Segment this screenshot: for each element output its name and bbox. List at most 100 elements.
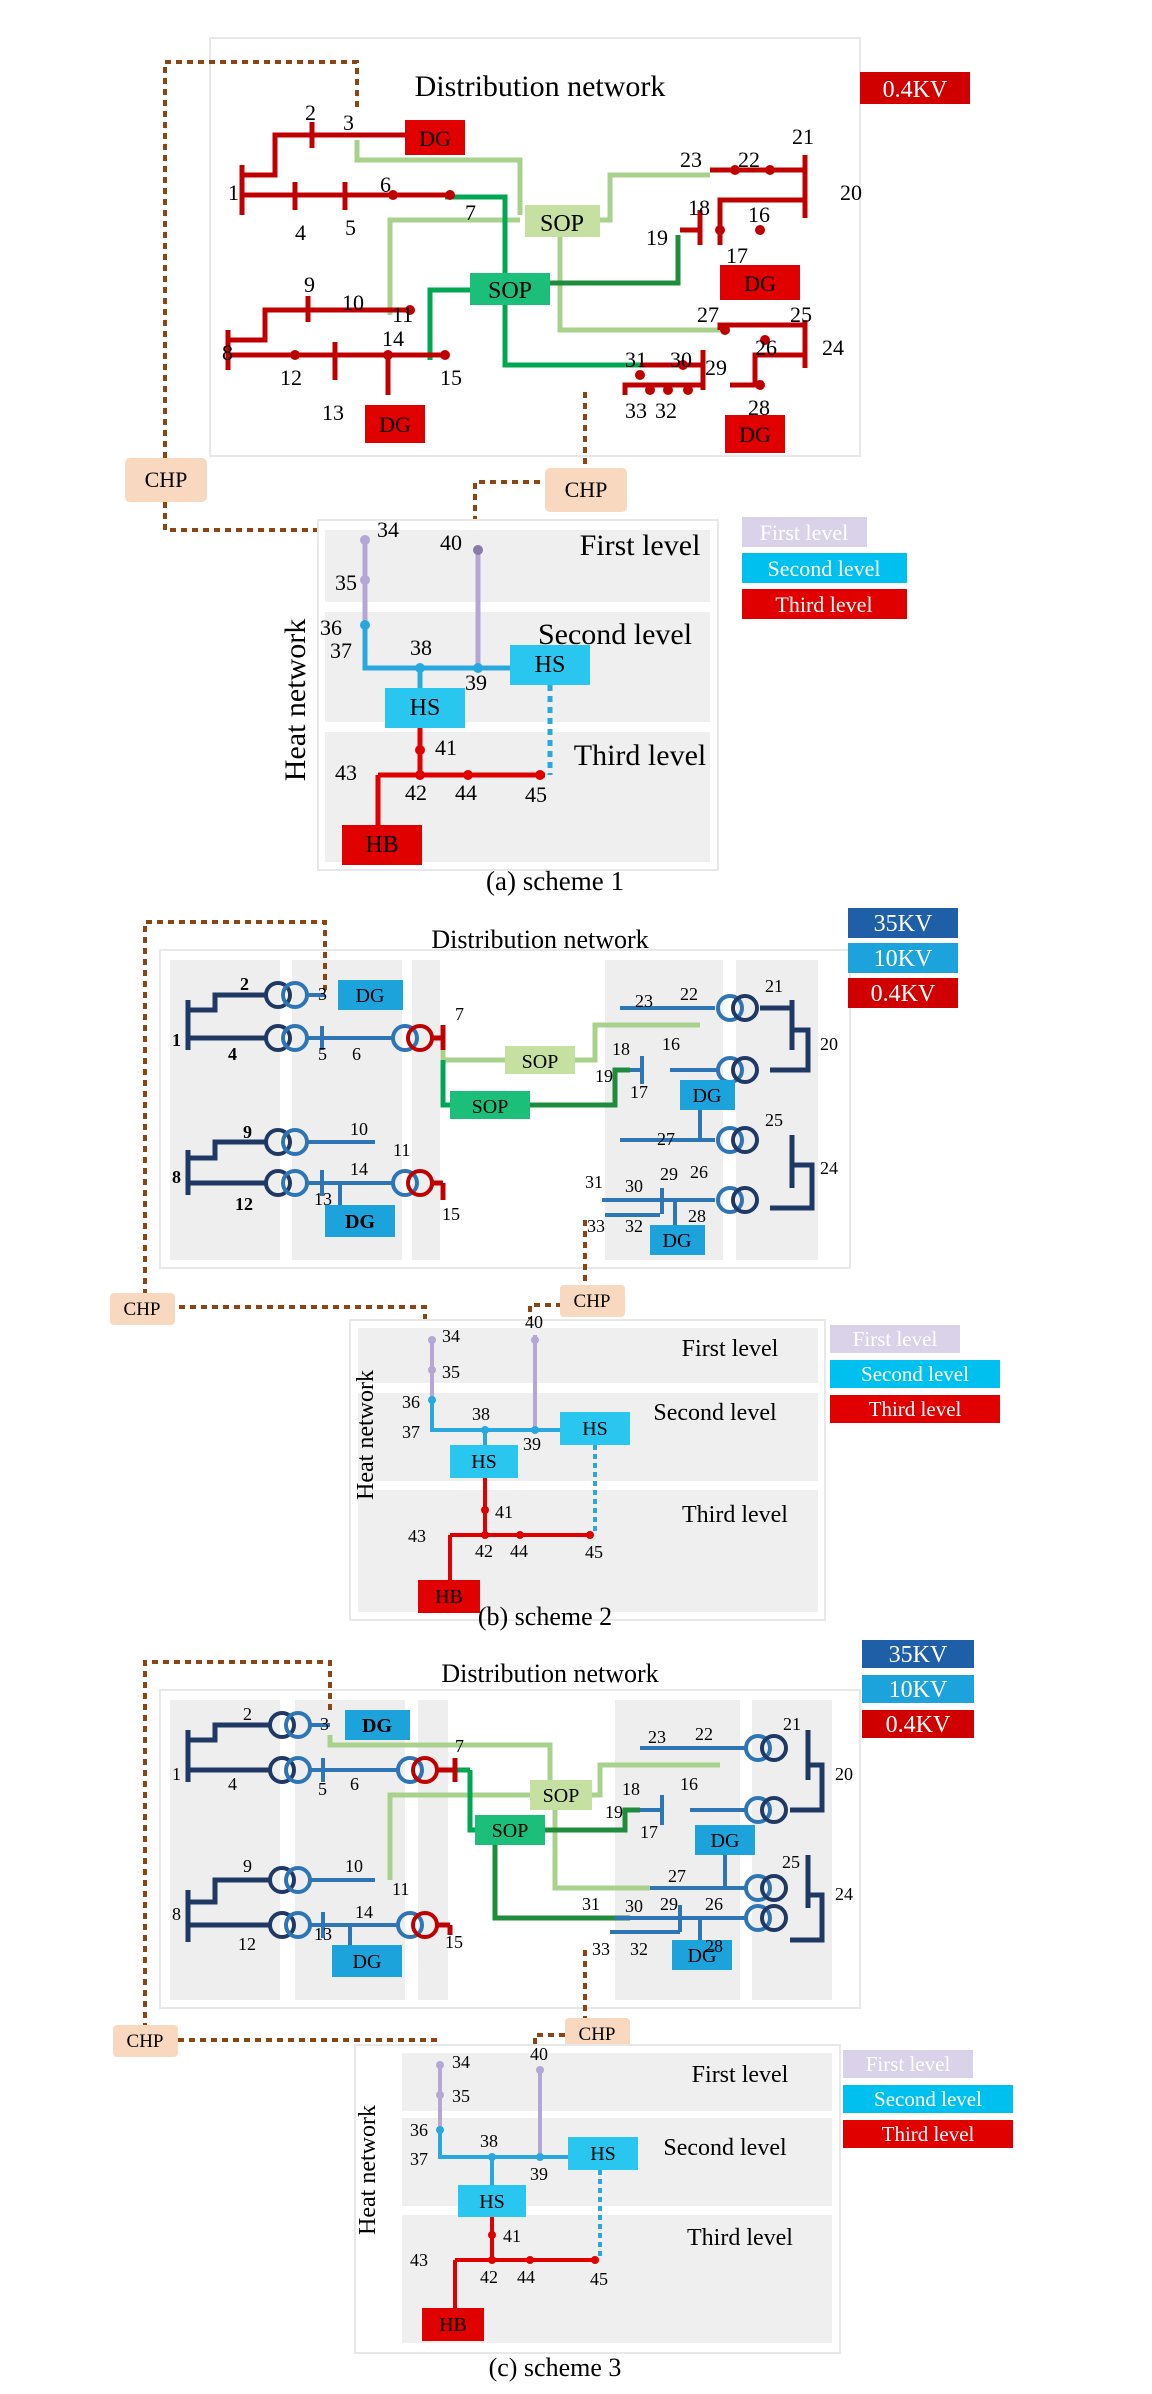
svg-text:11: 11 — [392, 302, 413, 327]
scheme-3-diagram: Distribution network 35KV 10KV 0.4KV — [113, 1640, 1013, 2382]
svg-text:33: 33 — [587, 1216, 605, 1236]
svg-text:31: 31 — [582, 1894, 600, 1914]
svg-text:28: 28 — [748, 395, 770, 420]
svg-text:19: 19 — [595, 1066, 613, 1086]
level-1-band — [325, 530, 710, 602]
chp-pipe-left — [163, 60, 359, 458]
chp-pipe-left-down — [163, 502, 365, 532]
svg-text:25: 25 — [790, 302, 812, 327]
svg-text:35: 35 — [452, 2086, 470, 2106]
svg-text:22: 22 — [680, 984, 698, 1004]
svg-text:45: 45 — [585, 1542, 603, 1562]
svg-text:16: 16 — [748, 202, 770, 227]
svg-text:34: 34 — [442, 1326, 460, 1346]
legend-third-level-text: Third level — [775, 592, 872, 617]
svg-text:45: 45 — [590, 2269, 608, 2289]
chp-pipe-3b — [178, 2038, 437, 2060]
svg-text:34: 34 — [377, 517, 399, 542]
svg-text:36: 36 — [410, 2120, 428, 2140]
svg-text:17: 17 — [640, 1822, 658, 1842]
svg-text:25: 25 — [765, 1110, 783, 1130]
node-labels-heat-3: 34 35 36 37 38 39 40 41 42 43 44 45 — [410, 2044, 608, 2289]
hb3-box — [422, 2308, 484, 2341]
chp3-box-1 — [113, 2025, 178, 2057]
svg-text:45: 45 — [525, 782, 547, 807]
transformers-3 — [268, 1711, 788, 1939]
sop2-box-1 — [505, 1046, 575, 1074]
dg2-box-1 — [338, 980, 403, 1010]
svg-text:18: 18 — [612, 1039, 630, 1059]
kv35-label-3: 35KV — [889, 1642, 948, 1668]
hs2-label-1: HS — [471, 1451, 497, 1473]
svg-text:43: 43 — [410, 2250, 428, 2270]
zone-04kv-left — [412, 960, 440, 1260]
hb2-label: HB — [435, 1586, 463, 1608]
level3-title-2: Second level — [663, 2135, 787, 2161]
legend3-second — [843, 2085, 1013, 2113]
hs2-label-2: HS — [582, 1418, 608, 1440]
svg-text:38: 38 — [410, 635, 432, 660]
kv10-lines-3 — [310, 1723, 745, 1945]
dg3-label-4: DG — [688, 1945, 717, 1967]
chp-box-2 — [545, 468, 627, 512]
heat-pipes-3 — [438, 2065, 602, 2308]
svg-text:33: 33 — [625, 398, 647, 423]
scheme-2-diagram: Distribution network 35KV 10KV 0.4KV — [110, 908, 1000, 1631]
zone3-c — [418, 1700, 448, 2000]
dg3-label-1: DG — [362, 1715, 392, 1737]
dg2-box-2 — [325, 1205, 395, 1237]
svg-text:39: 39 — [465, 670, 487, 695]
svg-text:29: 29 — [660, 1894, 678, 1914]
svg-text:18: 18 — [622, 1779, 640, 1799]
hb2-box — [418, 1580, 480, 1613]
svg-text:1: 1 — [172, 1030, 181, 1050]
svg-text:39: 39 — [530, 2164, 548, 2184]
sop3-links — [327, 1735, 720, 1921]
svg-text:29: 29 — [660, 1164, 678, 1184]
legend2-second-text: Second level — [861, 1362, 969, 1386]
chp-pipe-2a — [143, 920, 327, 1295]
hs3-label-1: HS — [479, 2191, 505, 2213]
chp2-box-1 — [110, 1293, 175, 1325]
svg-text:9: 9 — [243, 1856, 252, 1876]
svg-text:6: 6 — [352, 1044, 361, 1064]
dg3-box-1 — [345, 1710, 410, 1740]
node-labels-dist-3: 1 2 3 4 5 6 7 8 9 10 11 12 13 14 15 16 1… — [172, 1704, 853, 1959]
svg-text:11: 11 — [393, 1140, 410, 1160]
kv35-lines-2 — [185, 992, 815, 1211]
svg-text:3: 3 — [320, 1714, 329, 1734]
svg-text:23: 23 — [680, 147, 702, 172]
caption-3: (c) scheme 3 — [489, 2353, 622, 2382]
sop3-box-1 — [530, 1780, 592, 1810]
heat-nodes-1 — [360, 535, 545, 780]
hs3-label-2: HS — [590, 2143, 616, 2165]
chp-pipe-3a — [143, 1660, 332, 2040]
svg-text:38: 38 — [472, 1404, 490, 1424]
chp-box-1 — [125, 458, 207, 502]
svg-text:42: 42 — [475, 1541, 493, 1561]
sop-label-2: SOP — [488, 278, 532, 304]
sop2-link-d — [530, 1067, 630, 1108]
hs-box-2 — [510, 645, 590, 685]
dg-label-3: DG — [379, 412, 411, 437]
svg-text:10: 10 — [345, 1856, 363, 1876]
sop-line-c — [600, 172, 710, 223]
kv35-badge-2 — [848, 908, 958, 938]
dg3-box-3 — [695, 1825, 755, 1855]
feeder-nodes-1 — [290, 165, 775, 395]
svg-text:22: 22 — [695, 1724, 713, 1744]
kv04-label-3: 0.4KV — [886, 1712, 951, 1738]
hs2-box-1 — [450, 1445, 518, 1478]
svg-text:37: 37 — [330, 638, 352, 663]
svg-text:36: 36 — [402, 1392, 420, 1412]
sop-box-2 — [470, 273, 550, 305]
svg-text:17: 17 — [726, 243, 748, 268]
sop2-label-2: SOP — [472, 1096, 509, 1118]
dist-title-2: Distribution network — [431, 925, 648, 954]
level3-title-3: Third level — [687, 2225, 793, 2251]
svg-text:24: 24 — [835, 1884, 853, 1904]
svg-text:20: 20 — [820, 1034, 838, 1054]
kv10-badge-3 — [862, 1675, 974, 1703]
dg2-box-3 — [680, 1080, 735, 1110]
heat-title-2: Heat network — [353, 1370, 379, 1500]
